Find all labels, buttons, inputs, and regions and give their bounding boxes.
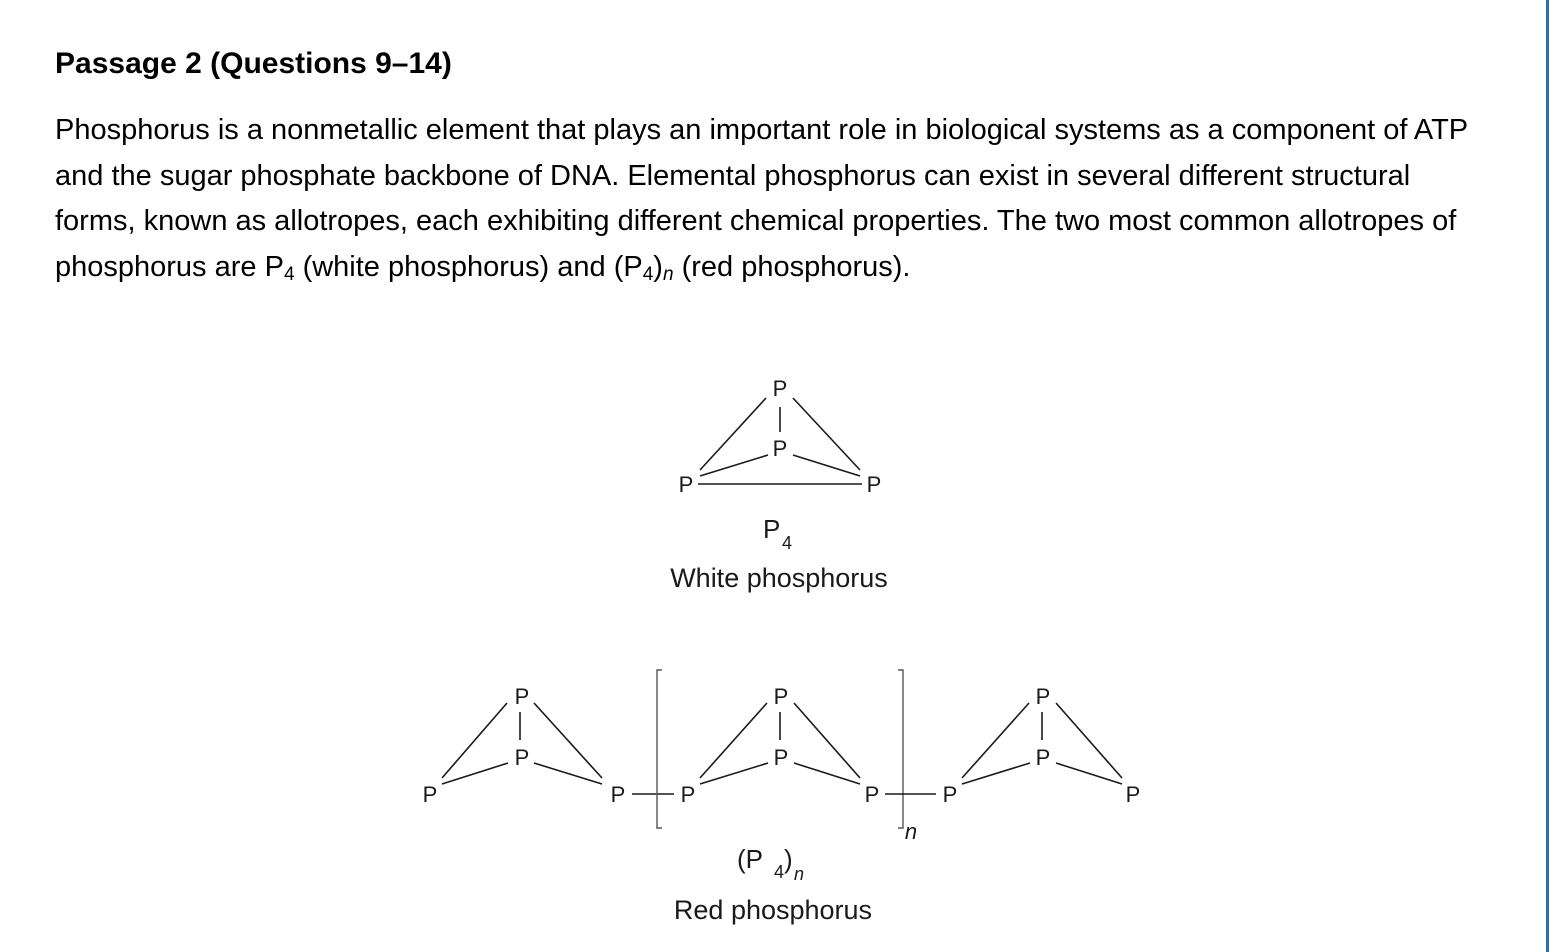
formula-n: n xyxy=(794,864,804,884)
passage-paragraph: Phosphorus is a nonmetallic element that… xyxy=(55,108,1495,290)
red-phosphorus-caption: Red phosphorus xyxy=(674,895,872,925)
repeat-subscript-n: n xyxy=(905,819,917,844)
paragraph-text-3: ) xyxy=(653,250,663,283)
red-phosphorus-structure: P P P P P P P P n P P P P xyxy=(423,669,1141,844)
bond xyxy=(533,762,603,785)
subscript-n: n xyxy=(663,264,674,285)
phosphorus-atom: P xyxy=(611,782,626,807)
bond xyxy=(792,454,861,477)
bond xyxy=(699,762,769,785)
phosphorus-atom: P xyxy=(865,782,880,807)
passage-title: Passage 2 (Questions 9–14) xyxy=(55,47,452,80)
white-phosphorus-caption: White phosphorus xyxy=(670,563,888,593)
bond xyxy=(961,762,1031,785)
bond xyxy=(1055,762,1123,785)
bond xyxy=(441,702,508,779)
right-border-rule xyxy=(1546,0,1549,952)
phosphorus-atom: P xyxy=(867,472,882,497)
paragraph-text-4: (red phosphorus). xyxy=(673,250,911,283)
paragraph-text-1: Phosphorus is a nonmetallic element that… xyxy=(55,114,1468,283)
white-phosphorus-structure: P P P P xyxy=(679,376,882,497)
phosphorus-atom: P xyxy=(1036,684,1051,709)
bond xyxy=(441,762,509,785)
subscript-4: 4 xyxy=(283,263,295,285)
bond xyxy=(793,762,861,785)
red-phosphorus-formula: (P 4 ) n xyxy=(737,844,804,884)
bond xyxy=(792,397,861,471)
phosphorus-atom: P xyxy=(515,745,530,770)
formula-subscript: 4 xyxy=(782,533,792,553)
right-bracket xyxy=(898,669,904,829)
bond xyxy=(533,702,603,779)
formula-p: P xyxy=(763,514,780,544)
formula-open: (P xyxy=(737,844,763,874)
phosphorus-atom: P xyxy=(774,684,789,709)
subscript-4: 4 xyxy=(642,263,654,285)
paragraph-text-2: (white phosphorus) and (P xyxy=(294,250,643,283)
bond xyxy=(699,454,769,477)
phosphorus-atom: P xyxy=(943,782,958,807)
bond xyxy=(793,702,861,779)
formula-subscript: 4 xyxy=(774,862,784,882)
phosphorus-atom: P xyxy=(681,782,696,807)
left-bracket xyxy=(656,669,662,829)
phosphorus-atom: P xyxy=(774,745,789,770)
formula-close: ) xyxy=(784,844,793,874)
phosphorus-atom: P xyxy=(515,684,530,709)
bond xyxy=(699,397,767,471)
bond xyxy=(699,702,768,779)
phosphorus-atom: P xyxy=(1036,745,1051,770)
white-phosphorus-formula: P 4 xyxy=(763,514,792,553)
bond xyxy=(961,702,1030,779)
bond xyxy=(1055,702,1123,779)
phosphorus-atom: P xyxy=(773,436,788,461)
phosphorus-atom: P xyxy=(773,376,788,401)
subscript-n-italic: n xyxy=(662,263,674,285)
phosphorus-atom: P xyxy=(423,782,438,807)
phosphorus-atom: P xyxy=(1126,782,1141,807)
phosphorus-atom: P xyxy=(679,472,694,497)
